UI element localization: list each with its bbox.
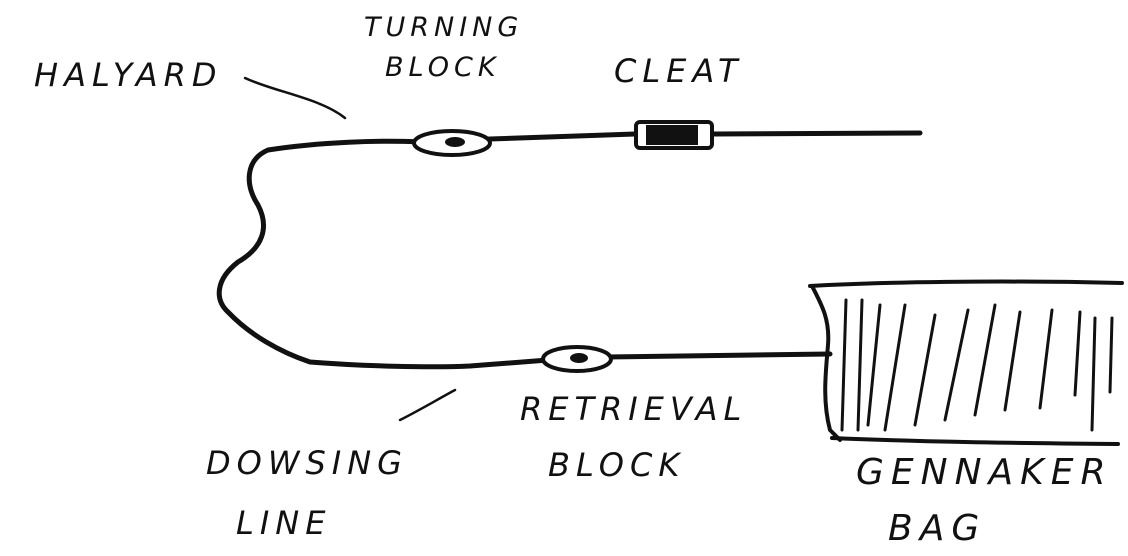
label-retrieval-block-2: BLOCK: [548, 446, 685, 484]
cleat: [634, 120, 714, 150]
halyard-pointer: [243, 76, 347, 120]
label-retrieval-block-1: RETRIEVAL: [520, 390, 747, 428]
label-dowsing-line-2: LINE: [236, 504, 331, 542]
label-gennaker-bag-1: GENNAKER: [856, 452, 1113, 493]
label-gennaker-bag-2: BAG: [888, 508, 986, 549]
label-turning-block-2: BLOCK: [385, 52, 501, 83]
rope-loop: [216, 130, 923, 370]
label-halyard: HALYARD: [34, 56, 223, 94]
label-cleat: CLEAT: [614, 52, 744, 90]
label-dowsing-line-1: DOWSING: [206, 444, 408, 482]
dowsing-line-pointer: [398, 388, 457, 422]
turning-block: [412, 129, 492, 157]
retrieval-block: [541, 345, 613, 373]
label-turning-block-1: TURNING: [364, 12, 523, 43]
gennaker-bag: [808, 279, 1124, 446]
